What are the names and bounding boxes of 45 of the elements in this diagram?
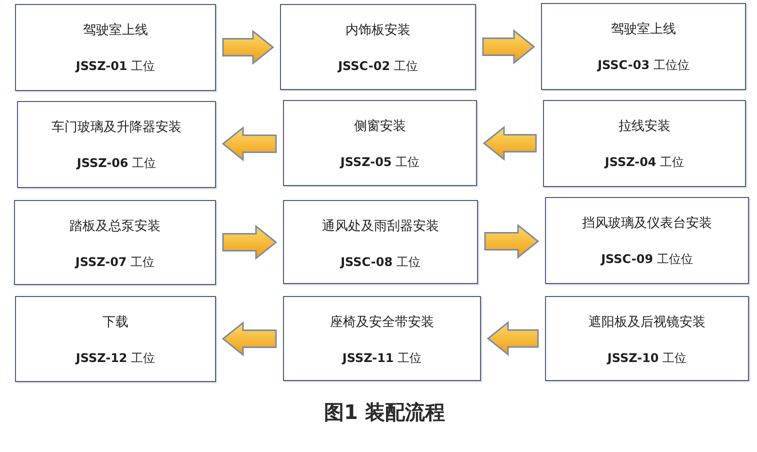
process-box xyxy=(14,200,216,285)
step-title: 车门玻璃及升降器安装 xyxy=(52,120,182,136)
process-box xyxy=(283,100,477,186)
process-box xyxy=(15,296,216,382)
station-label: JSSZ-01 工位 xyxy=(76,59,156,74)
station-label: JSSZ-04 工位 xyxy=(604,155,684,170)
step-title: 驾驶室上线 xyxy=(611,22,676,38)
block-arrow xyxy=(482,29,536,64)
process-box xyxy=(15,4,216,91)
step-title: 挡风玻璃及仪表台安装 xyxy=(582,216,712,232)
station-label: JSSC-02 工位 xyxy=(338,59,418,74)
process-box xyxy=(545,296,749,381)
block-arrow xyxy=(484,224,540,259)
step-title: 拉线安装 xyxy=(618,119,670,135)
step-title: 侧窗安装 xyxy=(354,119,406,135)
block-arrow xyxy=(486,320,539,356)
figure-caption: 图1 装配流程 xyxy=(324,400,445,424)
station-label: JSSZ-07 工位 xyxy=(75,255,155,270)
block-arrow xyxy=(222,224,278,260)
step-title: 座椅及安全带安装 xyxy=(330,315,434,331)
step-title: 内饰板安装 xyxy=(346,23,410,39)
process-box xyxy=(283,296,481,381)
station-label: JSSC-09 工位位 xyxy=(601,252,693,267)
station-label: JSSZ-12 工位 xyxy=(76,351,156,366)
process-box xyxy=(541,3,746,90)
station-label: JSSZ-05 工位 xyxy=(340,155,420,170)
process-box xyxy=(280,4,476,90)
block-arrow xyxy=(222,30,274,65)
block-arrow xyxy=(222,126,277,162)
block-arrow xyxy=(482,126,537,161)
station-label: JSSZ-11 工位 xyxy=(342,351,422,366)
block-arrow xyxy=(222,321,277,356)
step-title: 通风处及雨刮器安装 xyxy=(322,219,439,235)
process-box xyxy=(283,200,478,284)
process-box xyxy=(543,100,746,187)
station-label: JSSZ-06 工位 xyxy=(76,156,156,171)
process-box xyxy=(545,197,749,284)
station-label: JSSC-03 工位位 xyxy=(598,58,690,73)
step-title: 下载 xyxy=(102,315,128,331)
step-title: 踏板及总泵安装 xyxy=(70,219,160,235)
station-label: JSSZ-10 工位 xyxy=(607,351,687,366)
step-title: 遮阳板及后视镜安装 xyxy=(588,315,706,331)
process-box xyxy=(17,101,216,188)
step-title: 驾驶室上线 xyxy=(83,23,148,39)
station-label: JSSC-08 工位 xyxy=(340,255,420,270)
